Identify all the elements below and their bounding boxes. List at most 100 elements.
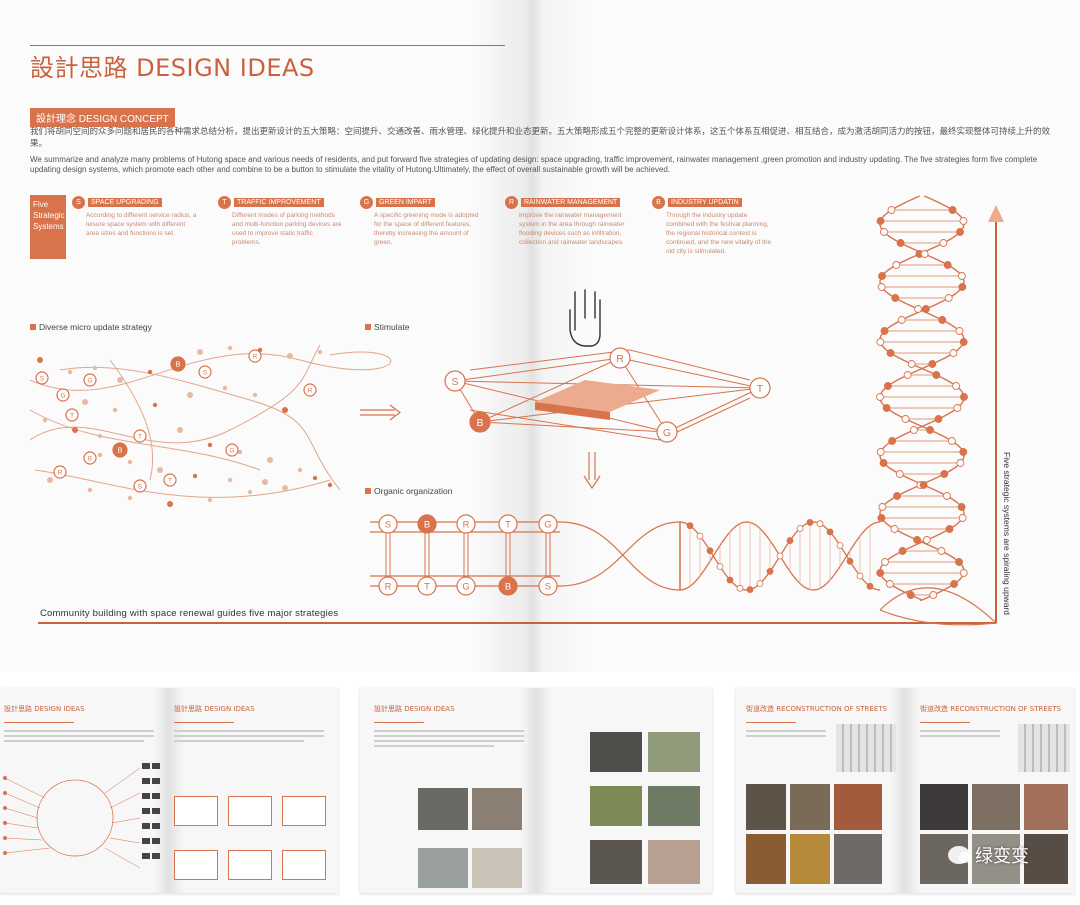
design-concept-label: 設計理念 DESIGN CONCEPT <box>30 108 175 127</box>
diverse-dot <box>192 473 198 479</box>
thumb-rule <box>374 722 424 723</box>
baseline-frame <box>38 222 997 624</box>
thumb-photo <box>790 834 830 884</box>
ladder-node-bottom: G <box>456 576 476 596</box>
svg-text:G: G <box>61 392 66 399</box>
diverse-dot <box>97 452 103 458</box>
helix-bead <box>806 519 814 526</box>
svg-text:T: T <box>138 433 142 440</box>
svg-text:T: T <box>505 519 511 530</box>
strategy-name: SPACE UPGRADING <box>88 198 162 207</box>
hand-pointer-icon <box>569 289 601 347</box>
diverse-dot <box>67 369 73 375</box>
helix-bead <box>928 360 937 368</box>
thumb-text-line <box>746 735 826 737</box>
svg-text:B: B <box>88 455 92 462</box>
diverse-dot <box>207 497 213 503</box>
thumb-strategy-wheel <box>3 763 160 869</box>
ladder-node-bottom: R <box>378 576 398 596</box>
svg-text:S: S <box>203 369 207 376</box>
diverse-dot <box>112 407 118 413</box>
thumb-photo <box>590 732 642 772</box>
helix-bead <box>876 393 884 401</box>
helix-bead <box>892 261 901 269</box>
stimulate-node: S <box>444 370 466 392</box>
thumb-photo <box>590 786 642 826</box>
thumb-photo <box>972 834 1020 884</box>
stimulate-plane-side <box>535 402 610 420</box>
thumb-gutter <box>890 688 920 893</box>
svg-text:R: R <box>463 519 470 530</box>
diverse-dot <box>87 487 93 493</box>
diverse-dot <box>97 433 103 439</box>
thumb-rule <box>4 722 74 723</box>
helix-bead <box>877 514 886 522</box>
helix-bead <box>876 448 885 456</box>
thumb-text-line <box>374 730 524 732</box>
helix-bead <box>960 393 968 401</box>
diverse-node: R <box>53 465 67 479</box>
bullet-square <box>365 324 371 330</box>
helix-bead <box>959 569 968 577</box>
label-text: Stimulate <box>374 322 410 332</box>
svg-text:S: S <box>385 519 391 530</box>
svg-text:T: T <box>757 383 764 395</box>
helix-bead <box>926 426 935 434</box>
five-systems-box: Five Strategic Systems <box>30 195 66 259</box>
diverse-dot <box>222 385 228 391</box>
helix-bead <box>959 338 968 346</box>
helix-bead <box>893 492 902 500</box>
helix-bead <box>937 547 946 555</box>
thumb-gutter <box>521 688 551 893</box>
label-text: Diverse micro update strategy <box>39 322 152 332</box>
diverse-dot <box>82 399 88 405</box>
diverse-node: S <box>133 479 147 493</box>
thumb-text-line <box>174 735 324 737</box>
ladder-rungs <box>385 533 551 576</box>
thumb-photo <box>790 784 830 830</box>
diverse-node: G <box>56 388 70 402</box>
diverse-dot <box>72 427 78 433</box>
strategy-desc: Different modes of parking methods and m… <box>232 212 342 246</box>
ladder-node-bottom: T <box>417 576 437 596</box>
thumb-rule <box>920 722 970 723</box>
stimulate-node: R <box>609 347 631 369</box>
thumb-icon-card <box>174 850 218 880</box>
diverse-dot <box>177 427 183 433</box>
thumb-text-line <box>374 740 524 742</box>
wechat-icon <box>948 846 972 864</box>
diverse-dot <box>227 477 233 483</box>
organic-ladder <box>370 521 681 591</box>
helix-bead <box>826 528 834 536</box>
page-title: 設計思路 DESIGN IDEAS <box>30 54 315 82</box>
helix-bead <box>866 582 874 590</box>
helix-bead <box>766 568 774 575</box>
helix-bead <box>949 349 958 357</box>
helix-bead <box>959 448 968 456</box>
strategy-name: TRAFFIC IMPROVEMENT <box>234 198 324 207</box>
helix-bead <box>896 239 905 247</box>
diverse-dot <box>147 369 153 375</box>
helix-bead <box>920 250 929 258</box>
helix-bead <box>746 586 754 593</box>
svg-text:S: S <box>451 376 458 388</box>
strategy-desc: Improve the rainwater management system … <box>519 212 625 246</box>
helix-bead <box>836 542 844 549</box>
diverse-dot <box>282 485 288 491</box>
diverse-node: T <box>133 429 147 443</box>
thumb-page-title: 設計思路 DESIGN IDEAS <box>174 705 255 713</box>
diverse-dot <box>157 467 163 473</box>
thumb-text-line <box>374 745 494 747</box>
helix-bead <box>886 349 895 357</box>
helix-bead <box>922 536 931 544</box>
diverse-dot <box>262 479 268 485</box>
helix-bead <box>929 591 938 599</box>
right-arrow-icon <box>360 404 401 421</box>
helix-bead <box>796 525 804 532</box>
title-rule <box>30 45 505 46</box>
thumb-rule <box>174 722 234 723</box>
helix-bead <box>706 547 714 555</box>
helix-bead <box>882 404 891 412</box>
